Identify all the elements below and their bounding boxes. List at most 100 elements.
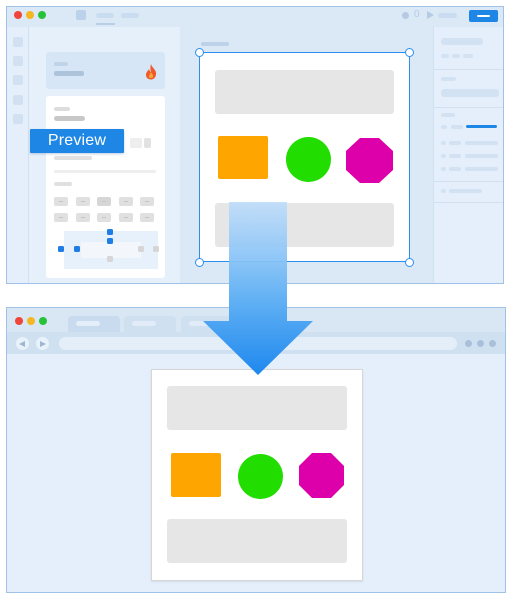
constraint-left[interactable]: [58, 246, 64, 252]
arrow-shape: [203, 202, 313, 375]
counter-text: 0: [414, 9, 420, 20]
play-icon[interactable]: [427, 11, 434, 19]
constraint-top[interactable]: [107, 229, 113, 235]
preview-button[interactable]: Preview: [30, 129, 124, 153]
constraint-left-2[interactable]: [74, 246, 80, 252]
right-panel-line: [463, 54, 473, 58]
small-stepper[interactable]: [130, 138, 142, 148]
browser-tab[interactable]: [124, 316, 176, 332]
rail-item-2[interactable]: [13, 56, 23, 66]
right-divider: [434, 69, 503, 70]
app-card[interactable]: [46, 52, 165, 89]
right-panel-line: [449, 154, 461, 158]
toolbar-field[interactable]: [438, 13, 457, 18]
right-panel-line: [451, 125, 463, 129]
align-chip[interactable]: [76, 197, 90, 206]
browser-window: [6, 307, 506, 593]
share-button[interactable]: [469, 10, 498, 22]
right-divider: [434, 181, 503, 182]
right-panel-line: [452, 54, 460, 58]
right-panel-line: [441, 154, 446, 158]
constraint-right[interactable]: [138, 246, 144, 252]
align-chip[interactable]: [119, 213, 133, 222]
square-shape: [171, 453, 221, 497]
inspector-line-4: [54, 170, 156, 173]
flame-icon: [146, 64, 157, 80]
inspector-line-1: [54, 107, 70, 111]
align-chip[interactable]: [54, 197, 68, 206]
align-chip[interactable]: [97, 197, 111, 206]
frame-label: [201, 42, 229, 46]
close-dot[interactable]: [14, 11, 22, 19]
page-header-placeholder: [167, 386, 347, 430]
align-chip[interactable]: [76, 213, 90, 222]
right-divider: [434, 202, 503, 203]
editor-titlebar: [7, 7, 503, 27]
toolbar-icon[interactable]: [76, 10, 86, 20]
right-panel-line: [441, 89, 499, 97]
right-panel-line: [465, 167, 498, 171]
rail-item-5[interactable]: [13, 114, 23, 124]
forward-icon[interactable]: [36, 337, 49, 350]
opacity-slider[interactable]: [466, 125, 497, 128]
toolbar-tab-underline: [96, 23, 115, 25]
close-dot[interactable]: [15, 317, 23, 325]
artboard-header-placeholder: [215, 70, 394, 114]
browser-menu-dot[interactable]: [489, 340, 496, 347]
right-panel-line: [449, 167, 461, 171]
constraints-box: [81, 242, 141, 258]
octagon-shape[interactable]: [346, 138, 393, 183]
right-panel-line: [441, 38, 483, 45]
rail-item-3[interactable]: [13, 75, 23, 85]
align-chip[interactable]: [97, 213, 111, 222]
rail-item-1[interactable]: [13, 37, 23, 47]
right-panel-line: [449, 189, 482, 193]
selection-handle-tr[interactable]: [405, 48, 414, 57]
inspector-line-2: [54, 116, 85, 121]
right-panel-line: [441, 125, 447, 129]
browser-menu-dot[interactable]: [465, 340, 472, 347]
browser-menu-dot[interactable]: [477, 340, 484, 347]
left-rail: [7, 27, 29, 283]
zoom-dot[interactable]: [38, 11, 46, 19]
selection-handle-br[interactable]: [405, 258, 414, 267]
selection-handle-tl[interactable]: [195, 48, 204, 57]
right-panel-line: [441, 113, 455, 117]
right-panel-line: [441, 167, 446, 171]
browser-tab-active[interactable]: [68, 316, 120, 332]
constraint-top-2[interactable]: [107, 238, 113, 244]
octagon-shape: [299, 453, 344, 498]
constraint-bottom[interactable]: [107, 256, 113, 262]
back-icon[interactable]: [16, 337, 29, 350]
constraint-right-2[interactable]: [153, 246, 159, 252]
right-panel-line: [441, 77, 456, 81]
right-panel-line: [449, 141, 461, 145]
align-chip[interactable]: [140, 213, 154, 222]
page-footer-placeholder: [167, 519, 347, 563]
align-chip[interactable]: [140, 197, 154, 206]
small-stepper-2[interactable]: [144, 138, 151, 148]
zoom-dot[interactable]: [39, 317, 47, 325]
status-indicator-icon: [402, 12, 409, 19]
right-panel-line: [465, 154, 498, 158]
toolbar-tab-1[interactable]: [96, 13, 114, 18]
rail-item-4[interactable]: [13, 95, 23, 105]
circle-shape: [238, 454, 283, 499]
right-panel-line: [441, 54, 449, 58]
align-chip[interactable]: [54, 213, 68, 222]
right-panel-line: [465, 141, 498, 145]
circle-shape[interactable]: [286, 137, 331, 182]
octagon-polygon: [346, 138, 393, 183]
selection-handle-bl[interactable]: [195, 258, 204, 267]
editor-window: 0: [6, 6, 504, 284]
right-panel-line: [441, 141, 446, 145]
right-divider: [434, 107, 503, 108]
right-panel-line: [441, 189, 446, 193]
toolbar-tab-2[interactable]: [121, 13, 139, 18]
align-chip[interactable]: [119, 197, 133, 206]
square-shape[interactable]: [218, 136, 268, 179]
minimize-dot[interactable]: [26, 11, 34, 19]
minimize-dot[interactable]: [27, 317, 35, 325]
inspector-line-3: [54, 156, 92, 160]
